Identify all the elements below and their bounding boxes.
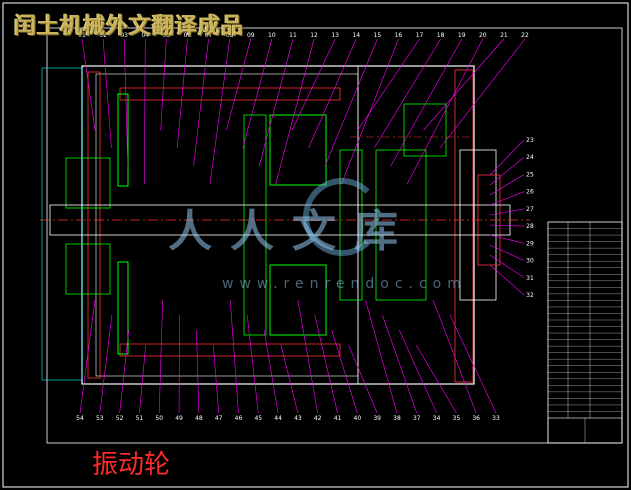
part-number: 03 xyxy=(120,32,128,39)
part-number: 46 xyxy=(235,415,243,422)
part-number: 27 xyxy=(526,206,534,213)
part-number: 47 xyxy=(215,415,223,422)
part-number: 49 xyxy=(175,415,183,422)
part-number: 08 xyxy=(226,32,234,39)
part-number: 30 xyxy=(526,258,534,265)
part-number: 31 xyxy=(526,275,534,282)
part-number: 04 xyxy=(141,32,149,39)
leader-lines-bottom xyxy=(79,299,497,414)
part-number: 37 xyxy=(413,415,421,422)
part-number: 12 xyxy=(310,32,318,39)
part-number: 39 xyxy=(373,415,381,422)
part-number: 48 xyxy=(195,415,203,422)
title-block xyxy=(547,221,623,444)
part-number: 32 xyxy=(526,292,534,299)
shaft xyxy=(40,136,530,236)
part-number: 23 xyxy=(526,137,534,144)
part-number: 41 xyxy=(334,415,342,422)
watermark-logo-icon xyxy=(303,178,381,256)
part-number: 06 xyxy=(184,32,192,39)
leader-lines-top xyxy=(81,38,526,185)
part-number: 01 xyxy=(78,32,86,39)
part-number: 28 xyxy=(526,223,534,230)
part-numbers-top: 01 02 03 04 05 06 07 08 09 10 11 12 13 14 15 16 17 18 19 20… xyxy=(78,32,529,39)
part-number: 24 xyxy=(526,154,534,161)
watermark-en: www.renrendoc.com xyxy=(222,276,467,292)
part-number: 38 xyxy=(393,415,401,422)
part-number: 25 xyxy=(526,171,534,178)
overlay-title: 闰土机械外文翻译成品 xyxy=(14,14,245,39)
part-number: 05 xyxy=(163,32,171,39)
part-number: 09 xyxy=(247,32,255,39)
watermark-cn: 人人文库 xyxy=(168,206,416,257)
part-number: 16 xyxy=(395,32,403,39)
part-number: 34 xyxy=(433,415,441,422)
part-number: 13 xyxy=(331,32,339,39)
part-number: 18 xyxy=(437,32,445,39)
part-numbers-bottom: 54 53 52 51 50 49 48 47 46 45 44 43 42 41 40 39 38 37 34 35… xyxy=(76,415,500,422)
part-number: 54 xyxy=(76,415,84,422)
part-numbers-right: 23 24 25 26 27 28 29 30 31 32 xyxy=(526,137,534,299)
gears xyxy=(65,93,447,355)
part-number: 45 xyxy=(254,415,262,422)
part-number: 43 xyxy=(294,415,302,422)
part-number: 29 xyxy=(526,240,534,247)
part-number: 10 xyxy=(268,32,276,39)
part-number: 20 xyxy=(479,32,487,39)
part-number: 35 xyxy=(453,415,461,422)
drawing-caption: 振动轮 xyxy=(92,450,171,480)
leader-lines-right xyxy=(489,139,525,296)
part-number: 19 xyxy=(458,32,466,39)
part-number: 17 xyxy=(416,32,424,39)
part-number: 11 xyxy=(289,32,297,39)
part-number: 44 xyxy=(274,415,282,422)
part-number: 07 xyxy=(205,32,213,39)
part-number: 40 xyxy=(354,415,362,422)
part-number: 33 xyxy=(492,415,500,422)
part-number: 14 xyxy=(352,32,360,39)
part-number: 36 xyxy=(472,415,480,422)
part-number: 53 xyxy=(96,415,104,422)
part-number: 21 xyxy=(500,32,508,39)
part-number: 22 xyxy=(521,32,529,39)
part-number: 52 xyxy=(116,415,124,422)
part-number: 02 xyxy=(99,32,107,39)
part-number: 50 xyxy=(155,415,163,422)
part-number: 15 xyxy=(374,32,382,39)
part-number: 42 xyxy=(314,415,322,422)
part-number: 51 xyxy=(136,415,144,422)
part-number: 26 xyxy=(526,189,534,196)
